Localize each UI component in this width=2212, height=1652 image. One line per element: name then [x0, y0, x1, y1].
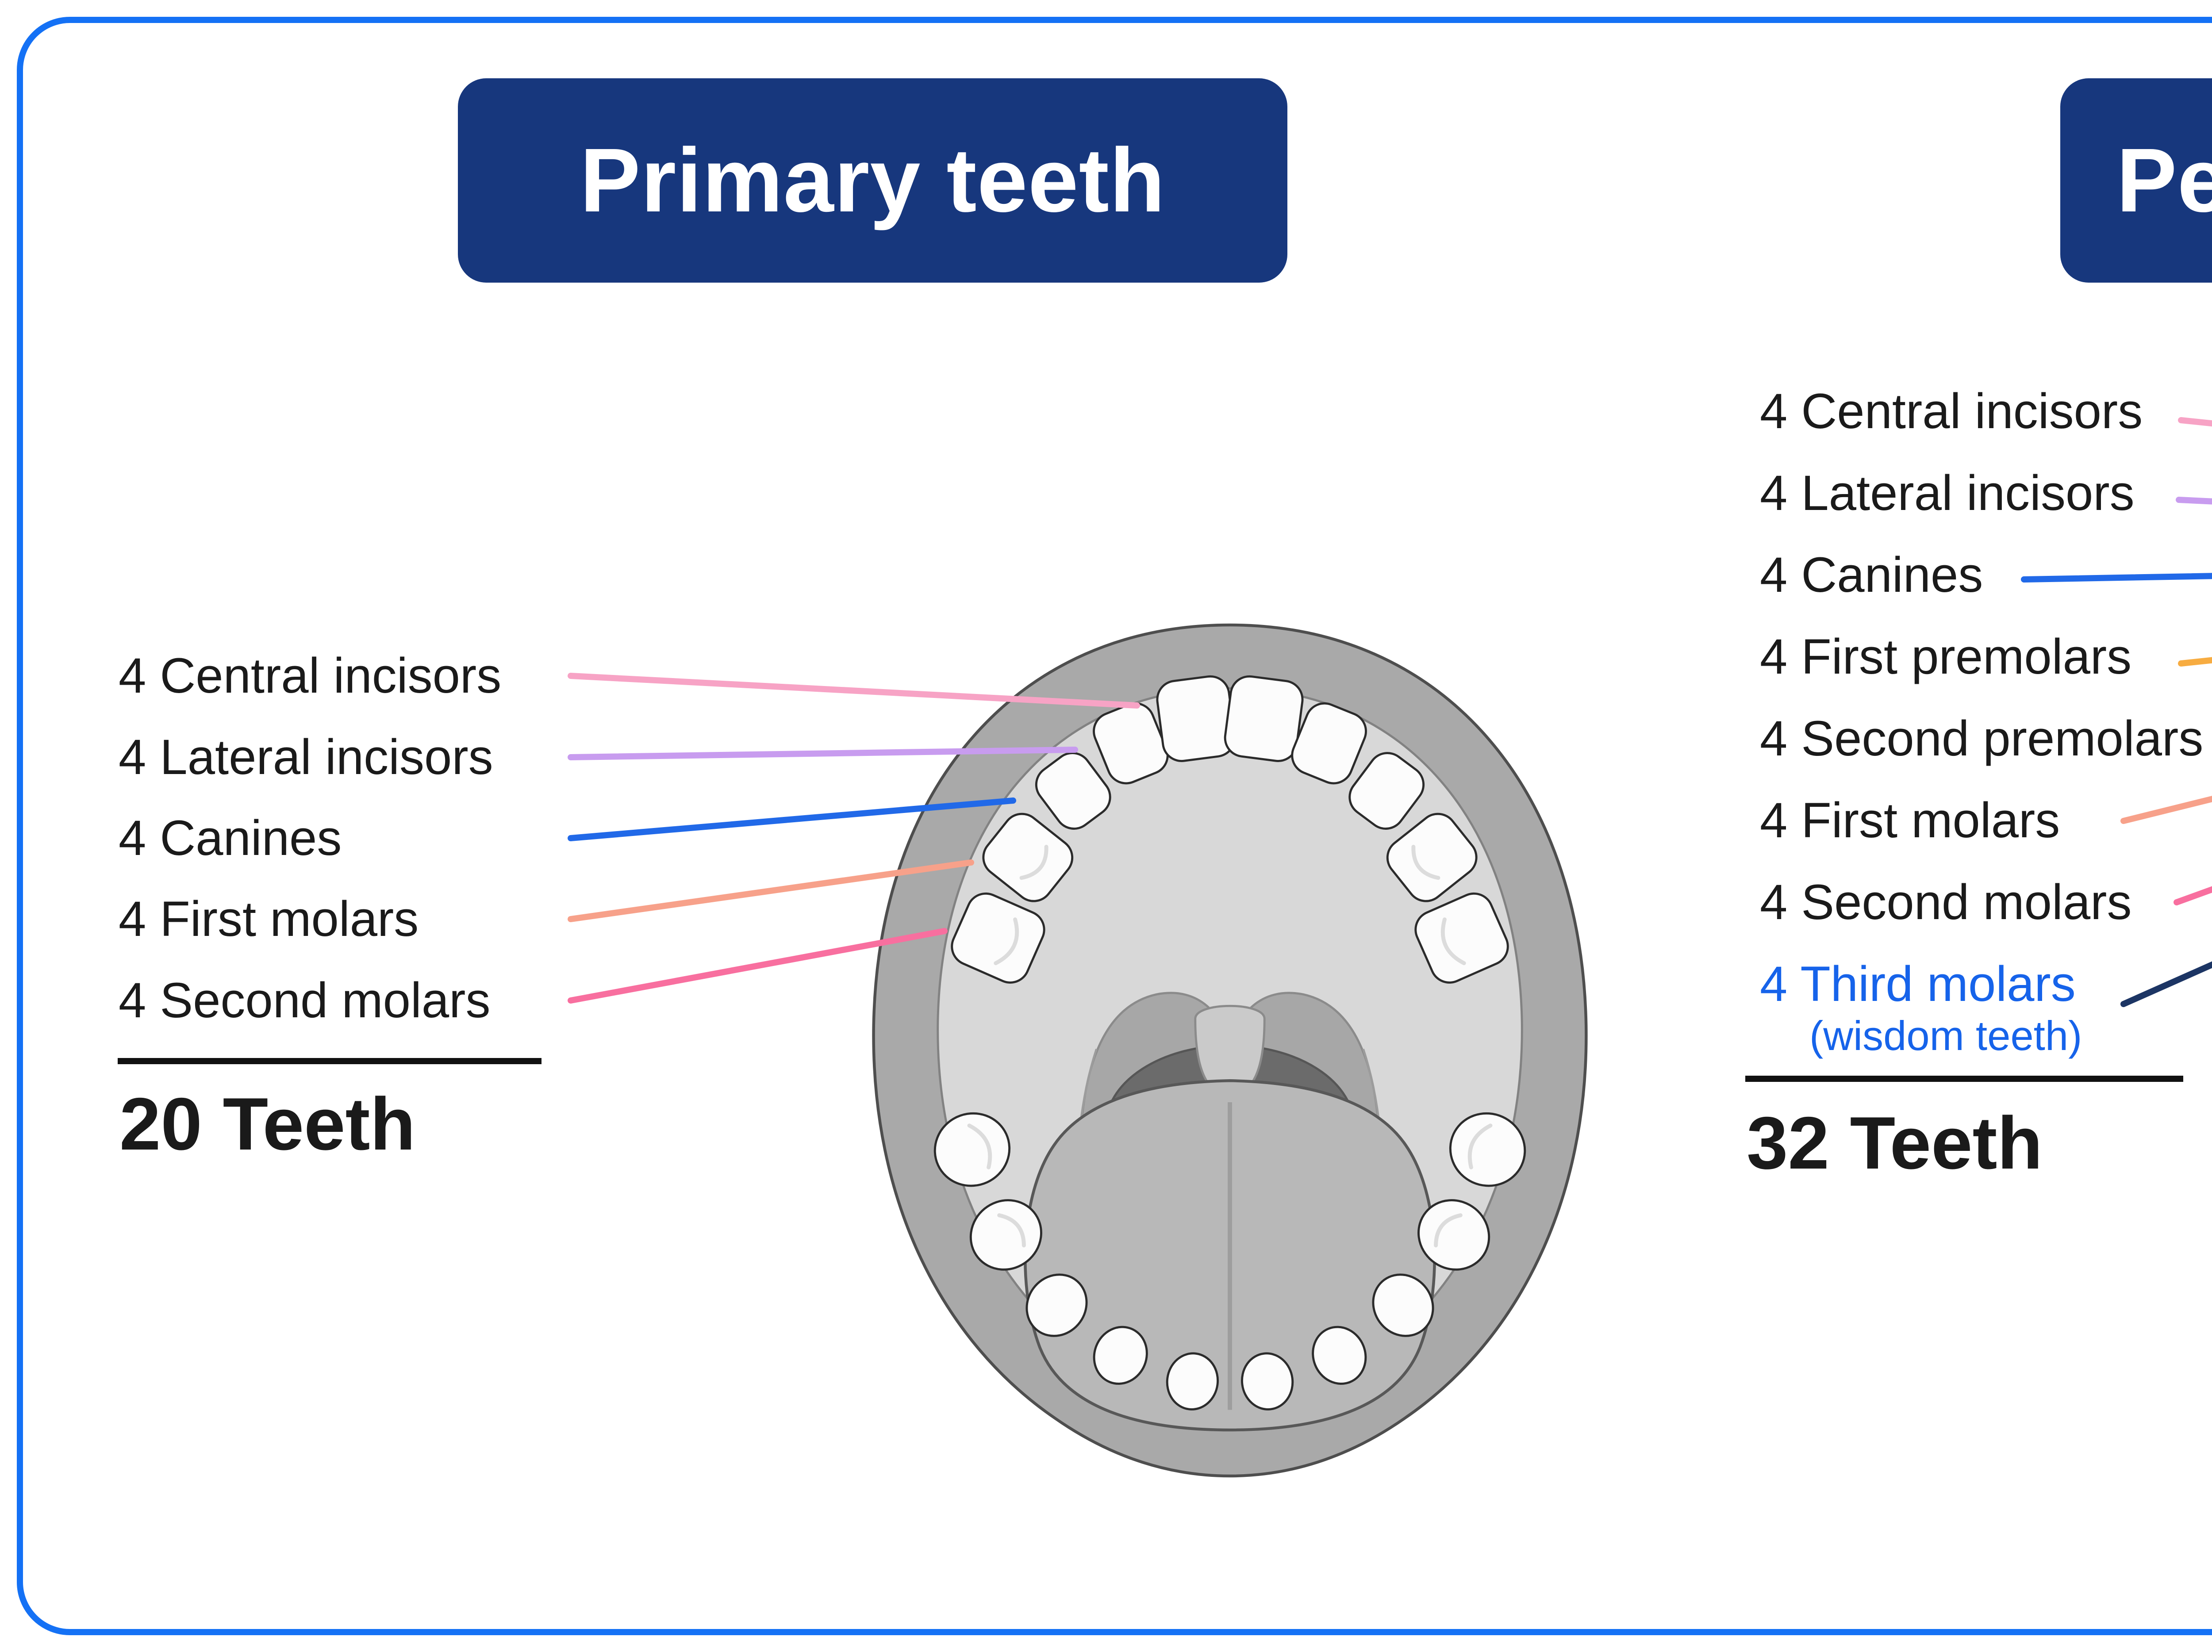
label-primary-central-incisors: 4 Central incisors — [119, 648, 502, 703]
permanent-total-divider — [1745, 1076, 2183, 1082]
label-permanent-first-premolars: 4 First premolars — [1760, 629, 2132, 684]
label-permanent-third-molars: 4 Third molars — [1760, 956, 2076, 1012]
label-permanent-first-molars: 4 First molars — [1760, 793, 2060, 848]
label-permanent-central-incisors: 4 Central incisors — [1760, 383, 2143, 439]
permanent-teeth-header: Permanent teeth — [2060, 78, 2212, 283]
permanent-total-count: 32 Teeth — [1747, 1101, 2043, 1184]
primary-total-count: 20 Teeth — [119, 1082, 416, 1165]
label-primary-second-molars: 4 Second molars — [119, 973, 491, 1028]
label-permanent-lateral-incisors: 4 Lateral incisors — [1760, 465, 2135, 521]
label-primary-lateral-incisors: 4 Lateral incisors — [119, 729, 493, 785]
label-permanent-second-molars: 4 Second molars — [1760, 874, 2132, 930]
label-primary-canines: 4 Canines — [119, 810, 342, 866]
label-permanent-second-premolars: 4 Second premolars — [1760, 711, 2204, 766]
wisdom-teeth-subtext: (wisdom teeth) — [1809, 1012, 2082, 1059]
label-primary-first-molars: 4 First molars — [119, 891, 419, 947]
primary-teeth-header: Primary teeth — [458, 78, 1287, 283]
primary-total-divider — [118, 1058, 541, 1064]
primary-mouth-diagram — [872, 623, 1588, 1478]
label-permanent-canines: 4 Canines — [1760, 547, 1983, 602]
